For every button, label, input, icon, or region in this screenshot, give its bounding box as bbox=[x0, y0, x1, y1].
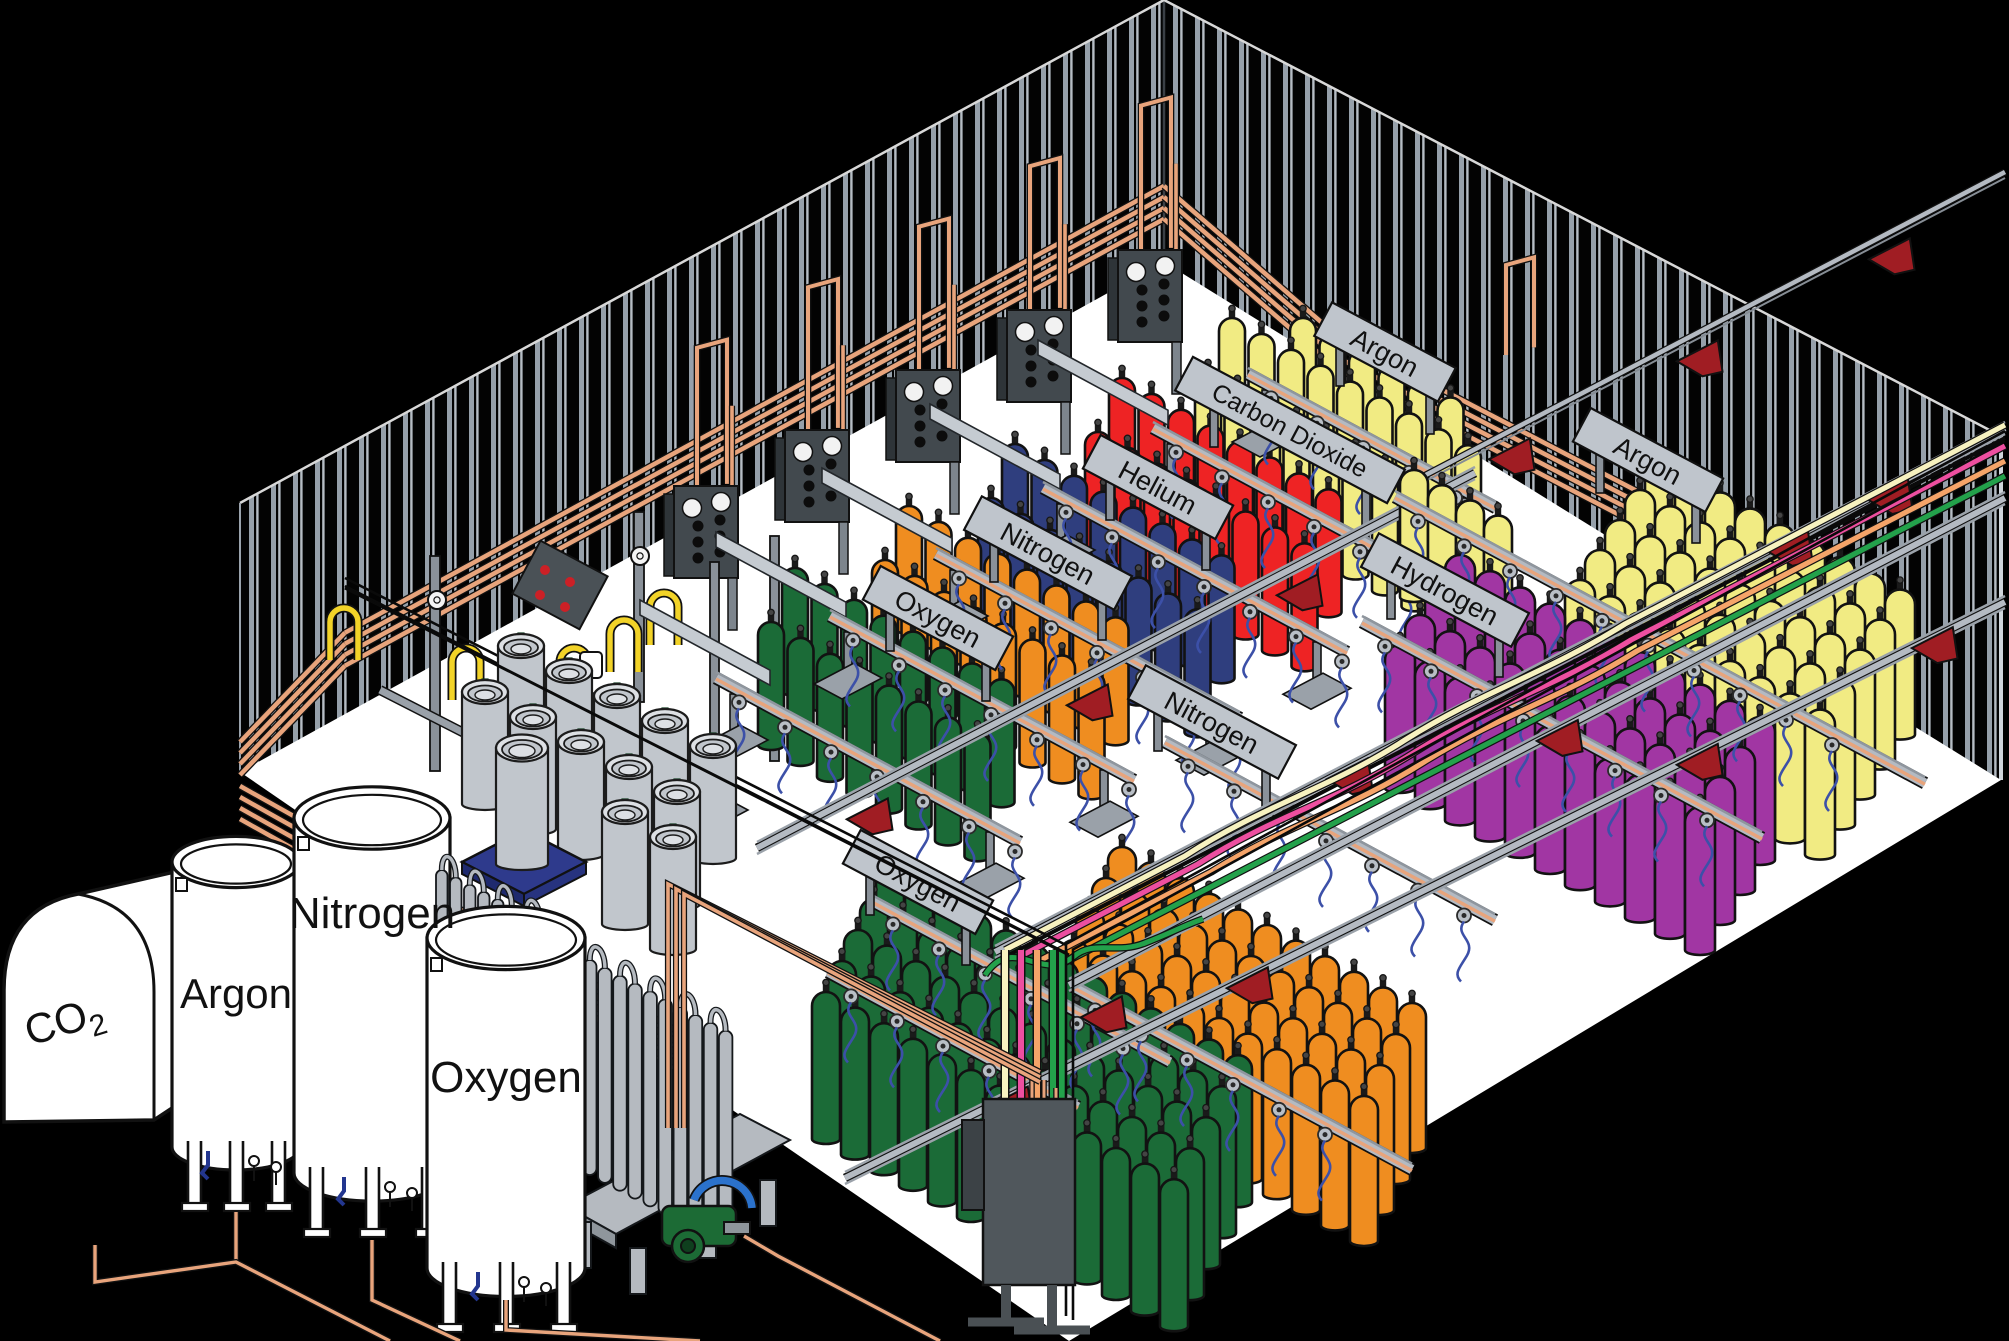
svg-text:Oxygen: Oxygen bbox=[430, 1053, 582, 1102]
svg-text:Nitrogen: Nitrogen bbox=[289, 889, 455, 938]
svg-text:Argon: Argon bbox=[180, 970, 292, 1017]
